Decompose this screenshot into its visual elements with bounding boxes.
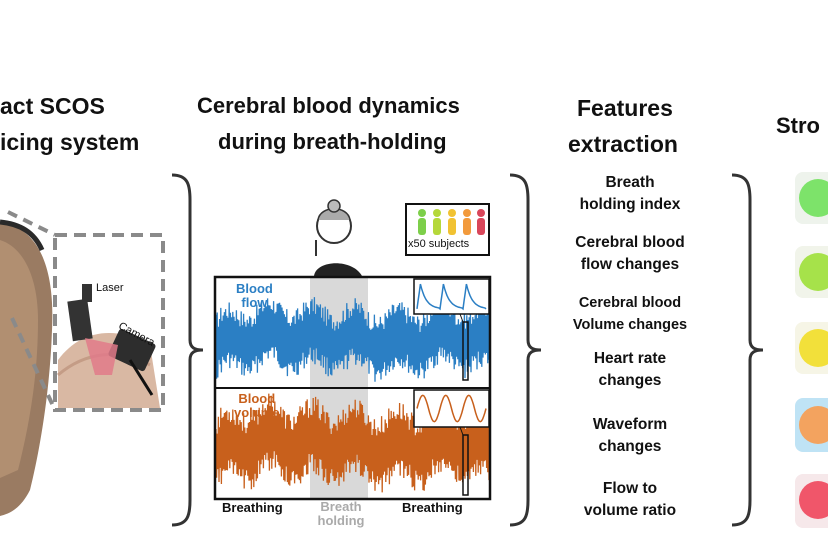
- blood-volume-trace: [215, 393, 490, 493]
- risk-indicator-2: [799, 253, 828, 291]
- phase-mid-line2: holding: [317, 513, 365, 528]
- feature-line2: changes: [598, 372, 662, 389]
- subjects-label: x50 subjects: [408, 238, 470, 250]
- feature-cbf-changes: Cerebral blood flow changes: [545, 232, 715, 292]
- features-title-line1: Features: [577, 95, 673, 121]
- feature-line1: Cerebral blood: [578, 295, 682, 311]
- feature-line2: flow changes: [580, 256, 680, 273]
- volume-label: Blood volume: [234, 392, 280, 420]
- phase-breathing-right: Breathing: [402, 500, 463, 515]
- feature-line1: Waveform: [592, 416, 668, 433]
- feature-cbv-changes: Cerebral blood Volume changes: [545, 292, 715, 348]
- feature-line1: Flow to: [602, 480, 658, 497]
- features-list: Breath holding index Cerebral blood flow…: [545, 172, 715, 534]
- risk-indicator-4: [799, 406, 828, 444]
- feature-line1: Heart rate: [593, 350, 667, 367]
- volume-label-line2: volume: [234, 405, 280, 420]
- volume-label-line1: Blood: [238, 391, 276, 406]
- feature-line2: holding index: [579, 196, 681, 213]
- flow-label-line2: flow: [241, 295, 268, 310]
- feature-line1: Breath: [605, 174, 655, 191]
- feature-waveform-changes: Waveform changes: [545, 414, 715, 478]
- system-title-line2: icing system: [0, 129, 140, 155]
- feature-line2: Volume changes: [572, 317, 688, 333]
- risk-indicator-1: [799, 179, 828, 217]
- system-title-line1: act SCOS: [0, 93, 105, 119]
- feature-heart-rate-changes: Heart rate changes: [545, 348, 715, 414]
- phase-breath-holding: Breath holding: [311, 500, 371, 528]
- blood-flow-trace: [215, 297, 490, 382]
- feature-line2: volume ratio: [583, 502, 677, 519]
- dynamics-title-line1: Cerebral blood dynamics: [197, 93, 460, 118]
- risk-indicator-5: [799, 481, 828, 519]
- features-title-line2: extraction: [568, 131, 678, 157]
- feature-flow-volume-ratio: Flow to volume ratio: [545, 478, 715, 534]
- flow-label: Blood flow: [236, 282, 273, 310]
- volume-waveform-inset: [416, 394, 487, 423]
- laser-label: Laser: [96, 282, 124, 294]
- feature-breath-holding-index: Breath holding index: [545, 172, 715, 232]
- risk-indicator-3: [799, 329, 828, 367]
- flow-label-line1: Blood: [236, 281, 273, 296]
- phase-breathing-left: Breathing: [222, 500, 283, 515]
- phase-mid-line1: Breath: [320, 499, 362, 514]
- feature-line1: Cerebral blood: [575, 234, 685, 251]
- stroke-title: Stro: [776, 113, 820, 138]
- feature-line2: changes: [598, 438, 662, 455]
- dynamics-title-line2: during breath-holding: [218, 129, 447, 154]
- flow-waveform-inset: [416, 283, 487, 311]
